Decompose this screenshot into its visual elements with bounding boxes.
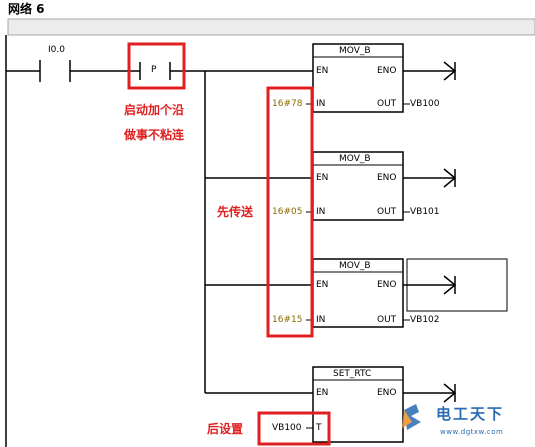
watermark-logo xyxy=(402,404,421,430)
eno-pin: ENO xyxy=(377,66,397,76)
en-pin: EN xyxy=(316,388,329,398)
in-constant[interactable]: 16#05 xyxy=(272,207,303,217)
t-address[interactable]: VB100 xyxy=(272,423,302,433)
eno-pin: ENO xyxy=(377,388,397,398)
watermark-url: www.dgtxw.com xyxy=(440,428,504,436)
set-after-note: 后设置 xyxy=(207,422,244,436)
out-pin: OUT xyxy=(377,315,397,325)
edge-label: P xyxy=(151,65,157,75)
block-title: MOV_B xyxy=(339,154,371,164)
send-first-note: 先传送 xyxy=(217,205,254,219)
out-pin: OUT xyxy=(377,207,397,217)
t-pin: T xyxy=(316,423,322,433)
en-pin: EN xyxy=(316,280,329,290)
edge-note-line1: 启动加个沿 xyxy=(124,103,185,117)
in-constant[interactable]: 16#78 xyxy=(272,99,303,109)
edge-note-line2: 做事不粘连 xyxy=(124,128,185,142)
in-constant[interactable]: 16#15 xyxy=(272,315,303,325)
mov-b-block-2[interactable] xyxy=(312,151,404,221)
network-header-bar xyxy=(7,18,535,36)
out-address[interactable]: VB102 xyxy=(410,315,440,325)
highlight-constants xyxy=(266,86,314,338)
en-pin: EN xyxy=(316,173,329,183)
block-title: MOV_B xyxy=(339,46,371,56)
block-title: MOV_B xyxy=(339,261,371,271)
eno-pin: ENO xyxy=(377,280,397,290)
watermark-text: 电工天下 xyxy=(436,405,505,423)
mov-b-block-3[interactable] xyxy=(312,258,404,328)
in-pin: IN xyxy=(316,315,326,325)
block-title: SET_RTC xyxy=(333,369,372,379)
highlight-rtc-input xyxy=(257,411,331,446)
in-pin: IN xyxy=(316,207,326,217)
out-address[interactable]: VB101 xyxy=(410,207,440,217)
in-pin: IN xyxy=(316,99,326,109)
eno-pin: ENO xyxy=(377,173,397,183)
contact-i0-0[interactable] xyxy=(39,60,71,82)
network-title: 网络 6 xyxy=(8,2,45,16)
mov-b-block-1[interactable] xyxy=(312,43,404,113)
out-address[interactable]: VB100 xyxy=(410,99,440,109)
out-pin: OUT xyxy=(377,99,397,109)
highlight-edge-contact xyxy=(127,42,186,90)
en-pin: EN xyxy=(316,66,329,76)
contact-address: I0.0 xyxy=(48,45,65,55)
